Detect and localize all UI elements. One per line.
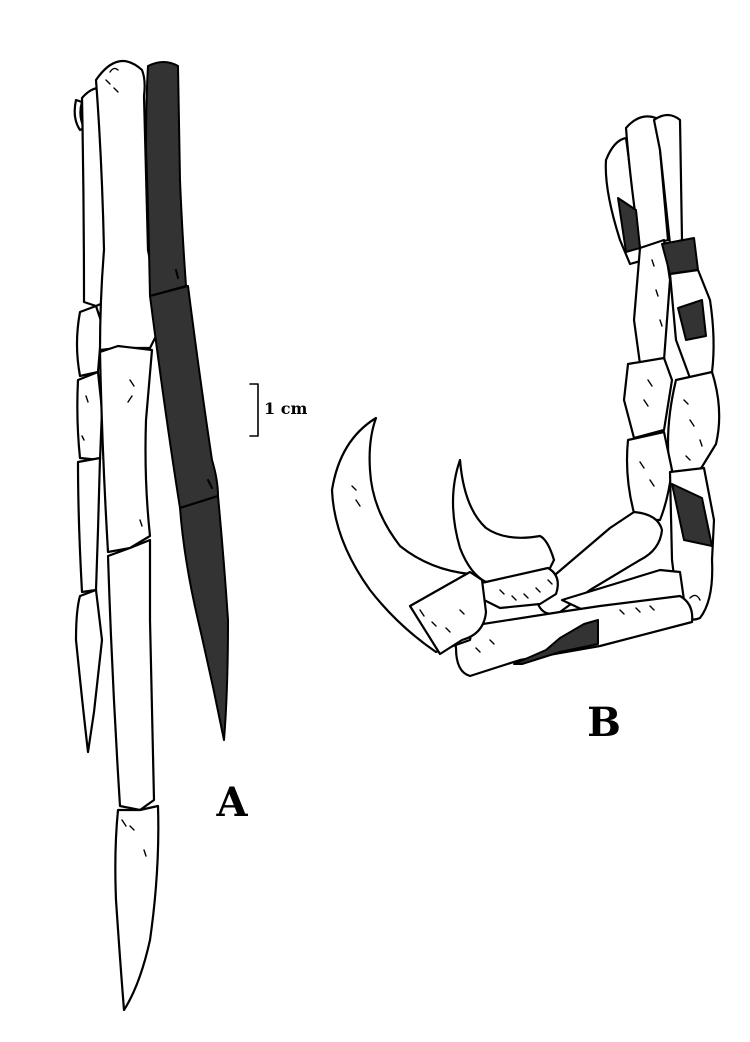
panel-a-right-digit bbox=[145, 61, 229, 741]
panel-b-drawing: B bbox=[330, 113, 721, 746]
panel-a-drawing: A bbox=[73, 59, 248, 1012]
panel-b-large-claw bbox=[330, 416, 488, 656]
panel-b-lower-digit bbox=[454, 510, 694, 678]
scale-bar: 1 cm bbox=[249, 383, 307, 437]
scale-bar-label: 1 cm bbox=[264, 399, 307, 418]
panel-a-label: A bbox=[215, 779, 248, 826]
panel-a-middle-digit bbox=[94, 59, 160, 1012]
panel-b-small-claw bbox=[451, 458, 559, 610]
panel-b-digit-column bbox=[604, 113, 721, 621]
panel-b-label: B bbox=[587, 699, 621, 746]
